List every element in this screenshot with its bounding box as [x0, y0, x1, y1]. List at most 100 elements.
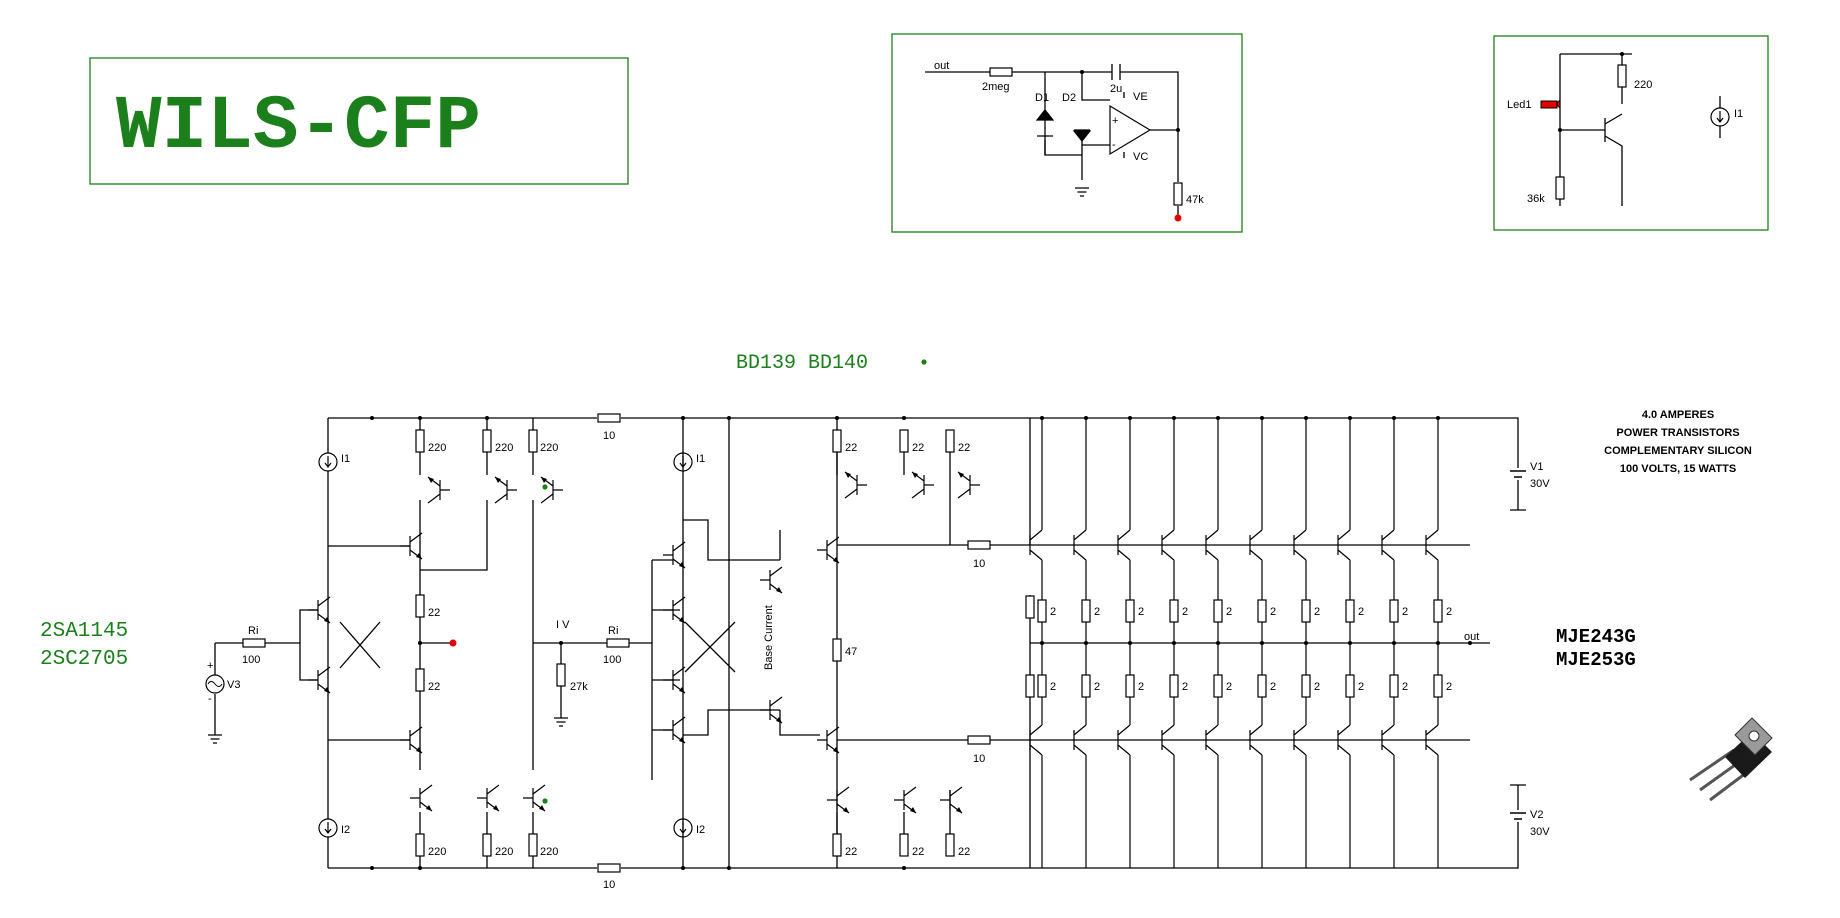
out-node-4 — [1172, 641, 1176, 645]
out-node-9 — [1392, 641, 1396, 645]
out-node-10 — [1436, 641, 1440, 645]
out-node-8 — [1348, 641, 1352, 645]
rail-node-6 — [1260, 416, 1264, 420]
main-amplifier-schematic: Base Current out — [205, 413, 1527, 873]
rail-node-8 — [1348, 416, 1352, 420]
output-pair-top-label: MJE243G — [1556, 626, 1636, 648]
v3-minus: - — [208, 693, 212, 705]
v3-plus: + — [207, 660, 213, 672]
r10-label-3: 10 — [973, 558, 985, 570]
rail-node-5 — [1216, 416, 1220, 420]
r2-label-top-7: 2 — [1314, 606, 1320, 618]
output-transistor-9 — [1381, 418, 1395, 868]
bd139-bd140-label: BD139 BD140 — [736, 352, 868, 375]
emitter-resistor-top-10 — [1433, 599, 1443, 623]
v2-voltage: 30V — [1530, 826, 1550, 838]
spec-block: 4.0 AMPERES POWER TRANSISTORS COMPLEMENT… — [1604, 409, 1752, 475]
out-node-6 — [1260, 641, 1264, 645]
ri-label-1: Ri — [248, 625, 258, 637]
r22-label-4: 22 — [912, 442, 924, 454]
out-node-5 — [1216, 641, 1220, 645]
emitter-resistor-bottom-1 — [1037, 674, 1047, 698]
output-transistor-10 — [1425, 418, 1439, 868]
emitter-resistor-top-7 — [1301, 599, 1311, 623]
to126-package-icon — [1689, 717, 1773, 802]
rail-node-3 — [1128, 416, 1132, 420]
r22-label-3: 22 — [845, 442, 857, 454]
r2-label-bottom-2: 2 — [1094, 681, 1100, 693]
out-node-7 — [1304, 641, 1308, 645]
r2-label-bottom-9: 2 — [1402, 681, 1408, 693]
main-out-label: out — [1464, 631, 1479, 643]
emitter-resistor-top-9 — [1389, 599, 1399, 623]
rail-node-2 — [1084, 416, 1088, 420]
r22-label-5: 22 — [958, 442, 970, 454]
emitter-resistor-bottom-6 — [1257, 674, 1267, 698]
output-transistor-2 — [1073, 418, 1087, 868]
r2-label-bottom-6: 2 — [1270, 681, 1276, 693]
i2-label-2: I2 — [696, 824, 705, 836]
spec-line-2: POWER TRANSISTORS — [1616, 427, 1739, 439]
spec-line-1: 4.0 AMPERES — [1642, 409, 1714, 421]
v1-label: V1 — [1530, 461, 1543, 473]
main-labels: 220 220 220 220 220 220 22 22 22 22 22 2… — [207, 430, 1550, 891]
ri-label-2: Ri — [608, 625, 618, 637]
led-inset: Led1 220 36k I1 — [1493, 35, 1769, 231]
opamp-plus: + — [1112, 115, 1118, 127]
input-pair-bottom-label: 2SC2705 — [40, 648, 128, 671]
led-r220-label: 220 — [1634, 79, 1652, 91]
r2-label-top-2: 2 — [1094, 606, 1100, 618]
i1-label-1: I1 — [341, 453, 350, 465]
r27k-label: 27k — [570, 681, 588, 693]
r22-label-1: 22 — [428, 607, 440, 619]
r2-label-top-4: 2 — [1182, 606, 1188, 618]
rail-node-7 — [1304, 416, 1308, 420]
r47-label: 47 — [845, 646, 857, 658]
emitter-resistor-bottom-8 — [1345, 674, 1355, 698]
detector-inset: out 2meg 2u D1 D2 VE VC 47k + - — [891, 33, 1243, 233]
emitter-resistor-top-2 — [1081, 599, 1091, 623]
out-node-1 — [1040, 641, 1044, 645]
output-transistor-7 — [1293, 418, 1307, 868]
emitter-resistor-top-1 — [1037, 599, 1047, 623]
spec-line-3: COMPLEMENTARY SILICON — [1604, 445, 1752, 457]
rail-node-1 — [1040, 416, 1044, 420]
emitter-resistor-bottom-10 — [1433, 674, 1443, 698]
emitter-resistor-bottom-7 — [1301, 674, 1311, 698]
green-dot — [921, 359, 927, 365]
d1-label: D1 — [1035, 92, 1049, 104]
output-transistor-6 — [1249, 418, 1263, 868]
title-text: WILS-CFP — [116, 84, 481, 170]
title-frame — [89, 57, 629, 185]
r10-label-4: 10 — [973, 753, 985, 765]
r-47k-label: 47k — [1186, 194, 1204, 206]
out-node-2 — [1084, 641, 1088, 645]
emitter-resistor-top-3 — [1125, 599, 1135, 623]
output-transistor-3 — [1117, 418, 1131, 868]
output-pair-bottom-label: MJE253G — [1556, 649, 1636, 671]
r220-label-1: 220 — [428, 442, 446, 454]
detector-out-label: out — [934, 60, 949, 72]
emitter-resistor-top-5 — [1213, 599, 1223, 623]
led-i1-label: I1 — [1734, 108, 1743, 120]
opamp-minus: - — [1112, 139, 1116, 151]
r2-label-bottom-4: 2 — [1182, 681, 1188, 693]
emitter-resistor-bottom-3 — [1125, 674, 1135, 698]
r2-label-bottom-5: 2 — [1226, 681, 1232, 693]
d2-label: D2 — [1062, 92, 1076, 104]
emitter-resistor-bottom-9 — [1389, 674, 1399, 698]
v1-voltage: 30V — [1530, 478, 1550, 490]
emitter-resistor-bottom-4 — [1169, 674, 1179, 698]
r100-label-1: 100 — [242, 654, 260, 666]
r100-label-2: 100 — [603, 654, 621, 666]
r2-label-top-8: 2 — [1358, 606, 1364, 618]
r2-label-top-5: 2 — [1226, 606, 1232, 618]
r2-label-bottom-3: 2 — [1138, 681, 1144, 693]
c-2u-label: 2u — [1110, 83, 1122, 95]
emitter-resistor-bottom-5 — [1213, 674, 1223, 698]
rail-node-4 — [1172, 416, 1176, 420]
output-transistor-4 — [1161, 418, 1175, 868]
output-transistor-5 — [1205, 418, 1219, 868]
